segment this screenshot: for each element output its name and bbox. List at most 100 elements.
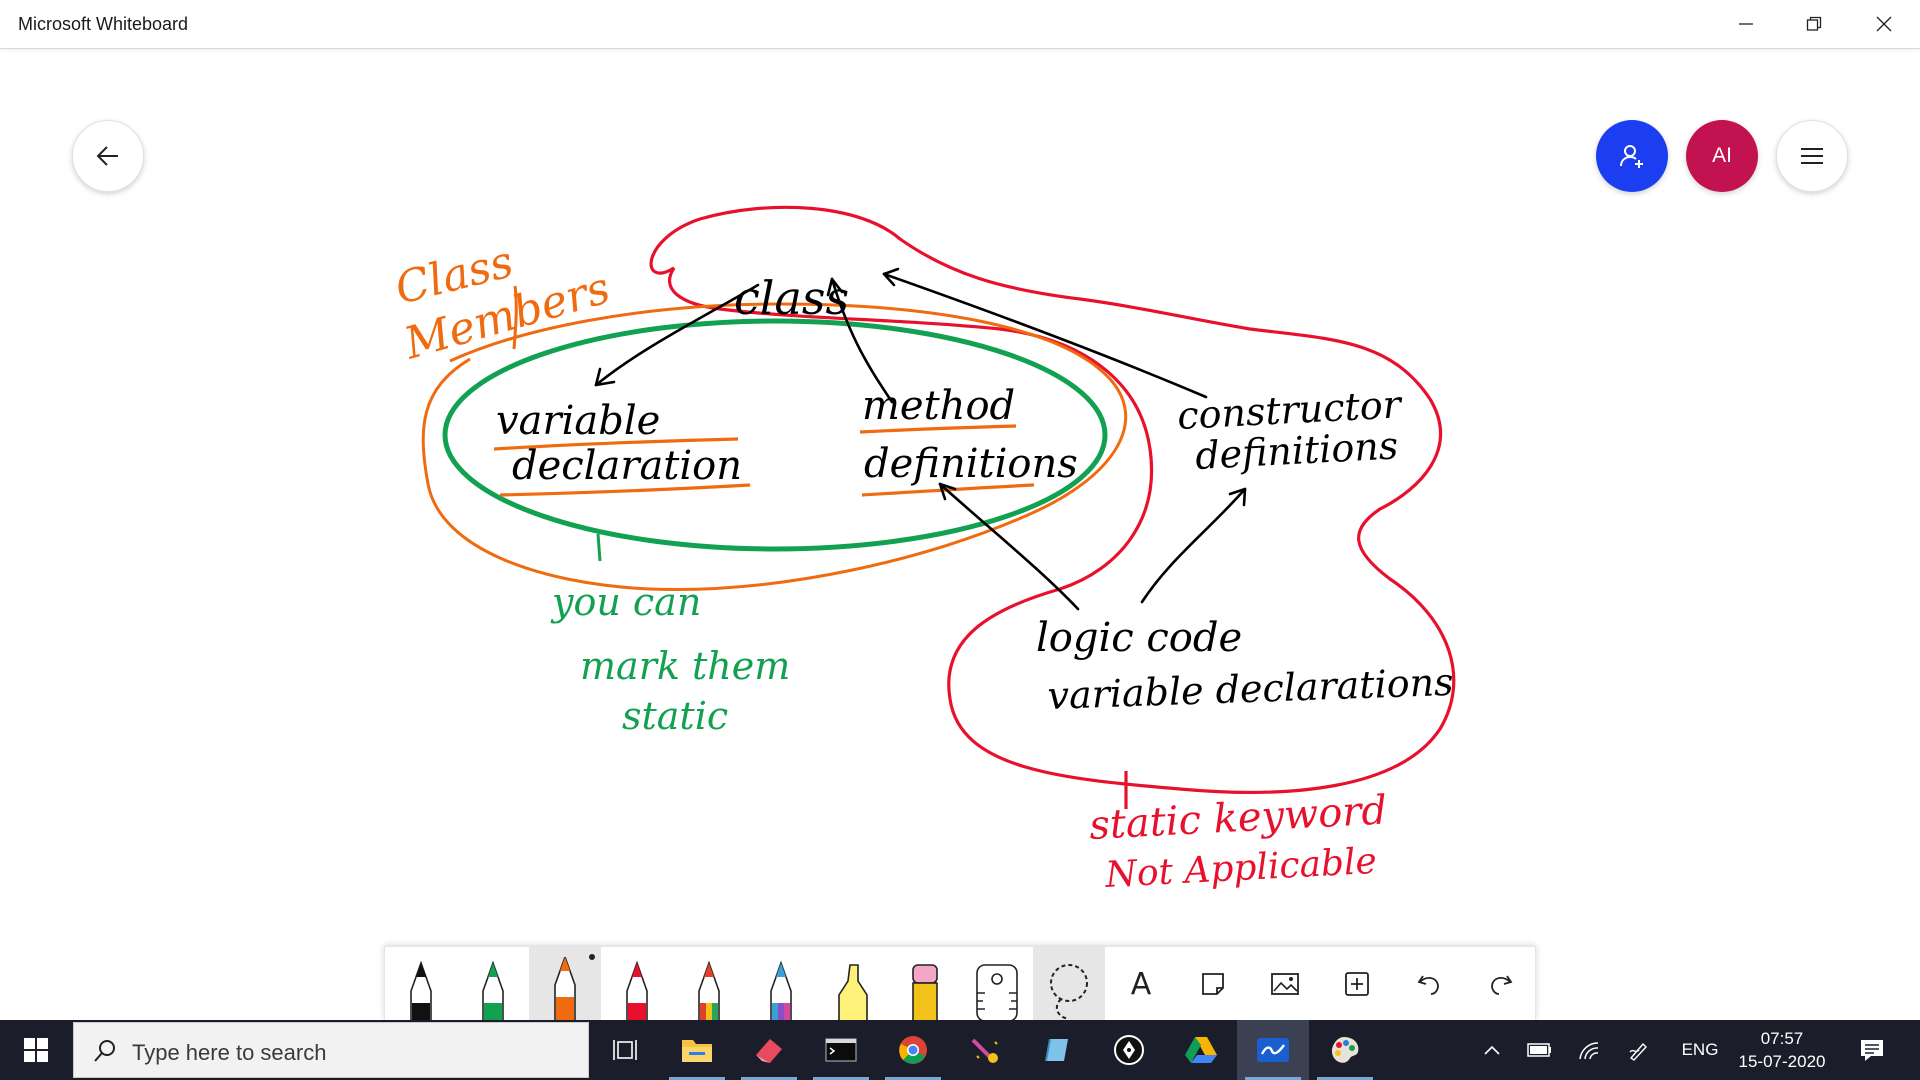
input-language[interactable]: ENG (1681, 1040, 1719, 1059)
windows-taskbar: Type here to search ENG (0, 1020, 1920, 1080)
back-arrow-icon (96, 146, 118, 166)
pen-workspace-button[interactable] (1618, 1020, 1660, 1080)
search-icon (94, 1040, 115, 1062)
restore-icon (1806, 16, 1822, 31)
folder-icon (682, 1040, 712, 1062)
ink-static: static (622, 694, 728, 738)
close-button[interactable] (1850, 0, 1918, 48)
wifi-icon (1579, 1042, 1599, 1060)
black-pen-icon (410, 960, 432, 1020)
notification-icon (1861, 1040, 1883, 1061)
ink-declaration: declaration (512, 443, 742, 489)
red-pen-tool[interactable] (601, 947, 673, 1020)
taskbar-chrome[interactable] (877, 1020, 949, 1080)
underline-declaration (499, 483, 751, 497)
rainbow-pen-icon (698, 960, 720, 1020)
ink-variable: variable (496, 398, 660, 444)
sticky-note-icon (1202, 973, 1224, 995)
orange-pen-tool[interactable] (529, 947, 601, 1020)
restore-button[interactable] (1780, 0, 1848, 48)
add-content-tool[interactable] (1321, 947, 1393, 1020)
windows-logo-icon (24, 1038, 48, 1062)
taskbar-search-box[interactable]: Type here to search (73, 1022, 589, 1078)
close-icon (1876, 16, 1892, 32)
inking-toolbar: A (384, 946, 1536, 1020)
action-center-button[interactable] (1846, 1020, 1898, 1080)
black-pen-tool[interactable] (385, 947, 457, 1020)
notes-app-icon (1045, 1038, 1068, 1062)
google-drive-icon (1185, 1037, 1217, 1063)
undo-icon (1417, 975, 1439, 995)
ink-mark-them: mark them (580, 644, 790, 688)
image-icon (1271, 973, 1299, 995)
redo-button[interactable] (1465, 947, 1535, 1020)
taskbar-clock[interactable]: 07:57 15-07-2020 (1730, 1027, 1834, 1073)
taskbar-app-notes[interactable] (1021, 1020, 1093, 1080)
galaxy-pen-tool[interactable] (745, 947, 817, 1020)
window-title: Microsoft Whiteboard (18, 14, 189, 34)
taskbar-app-sparkle[interactable] (949, 1020, 1021, 1080)
underline-variable (493, 437, 739, 451)
underline-method (859, 424, 1017, 434)
taskbar-file-explorer[interactable] (661, 1020, 733, 1080)
ink-class: class (734, 271, 849, 325)
ink-definitions: definitions (864, 441, 1078, 487)
invite-button[interactable] (1596, 120, 1668, 192)
highlighter-tool[interactable] (817, 947, 889, 1020)
minimize-button[interactable] (1712, 0, 1780, 48)
whiteboard-app-icon (1257, 1038, 1289, 1062)
show-hidden-icons-button[interactable] (1472, 1020, 1512, 1080)
orange-boundary-stroke (421, 302, 1128, 591)
ink-method: method (862, 383, 1015, 429)
tool-options-dot[interactable] (589, 954, 595, 960)
taskbar-paint[interactable] (1309, 1020, 1381, 1080)
black-arrows (594, 267, 1247, 611)
ruler-tool[interactable] (961, 947, 1033, 1020)
taskbar-whiteboard[interactable] (1237, 1020, 1309, 1080)
red-pen-icon (626, 960, 648, 1020)
user-avatar[interactable]: AI (1686, 120, 1758, 192)
redo-icon (1491, 975, 1513, 995)
magic-wand-icon (971, 1038, 998, 1063)
ruler-icon (976, 964, 1018, 1020)
eraser-icon (912, 964, 938, 1020)
start-button[interactable] (0, 1020, 72, 1080)
ink-layer: Class Members class variable declaration… (390, 205, 1456, 896)
orange-pen-icon (554, 957, 576, 1020)
chrome-icon (899, 1036, 927, 1064)
terminal-icon (825, 1038, 857, 1062)
whiteboard-canvas[interactable]: Class Members class variable declaration… (0, 49, 1920, 1019)
network-indicator[interactable] (1568, 1020, 1610, 1080)
eraser-tool[interactable] (889, 947, 961, 1020)
task-view-button[interactable] (589, 1020, 661, 1080)
image-tool[interactable] (1249, 947, 1321, 1020)
battery-icon (1527, 1043, 1551, 1057)
ink-not-applicable: Not Applicable (1103, 841, 1377, 896)
battery-indicator[interactable] (1518, 1020, 1560, 1080)
ink-logic-code: logic code (1036, 615, 1242, 661)
ink-variable-declarations: variable declarations (1047, 660, 1454, 718)
green-pen-tool[interactable] (457, 947, 529, 1020)
eraser-app-icon (756, 1039, 782, 1063)
title-bar: Microsoft Whiteboard (0, 0, 1920, 49)
note-tool[interactable] (1177, 947, 1249, 1020)
text-tool[interactable]: A (1105, 947, 1177, 1020)
settings-menu-button[interactable] (1776, 120, 1848, 192)
lasso-icon (1050, 964, 1088, 1020)
orange-pointer-stroke (512, 285, 518, 350)
chevron-up-icon (1484, 1045, 1500, 1055)
rainbow-pen-tool[interactable] (673, 947, 745, 1020)
clock-time: 07:57 (1760, 1029, 1804, 1048)
taskbar-app-eraser[interactable] (733, 1020, 805, 1080)
lasso-select-tool[interactable] (1033, 947, 1105, 1020)
text-icon: A (1130, 966, 1152, 1002)
taskbar-app-pen[interactable] (1093, 1020, 1165, 1080)
taskbar-google-drive[interactable] (1165, 1020, 1237, 1080)
paint-palette-icon (1331, 1037, 1359, 1063)
pen-workspace-icon (1629, 1042, 1647, 1061)
undo-button[interactable] (1393, 947, 1465, 1020)
highlighter-icon (838, 964, 868, 1020)
back-button[interactable] (72, 120, 144, 192)
taskbar-terminal[interactable] (805, 1020, 877, 1080)
galaxy-pen-icon (770, 960, 792, 1020)
